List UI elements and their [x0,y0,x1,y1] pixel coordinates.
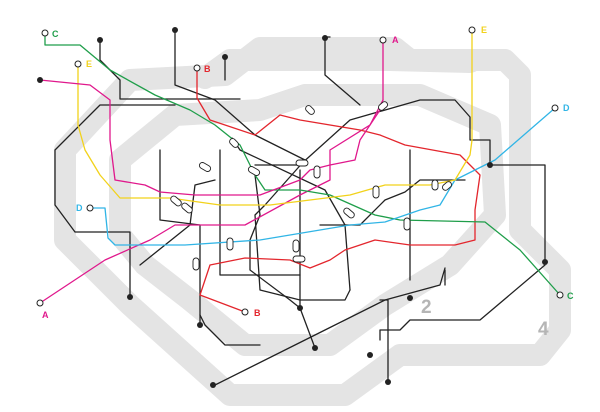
line-e-path [77,29,473,206]
terminal-ring-a-north [379,36,387,44]
interchange-west [170,195,182,207]
zone-band-inner [109,84,506,356]
zone-number-2: 2 [421,297,432,318]
black-line-inner-box [219,149,301,276]
black-line-south-diagonal [254,159,351,301]
line-a-route [39,39,384,304]
terminal-ring-b-south [241,308,249,316]
line-e-route [77,29,473,206]
line-label-b-south: B [254,308,261,318]
black-line-west-ring [54,104,176,298]
interchange-southwest [192,257,200,271]
terminal-dot [312,345,318,351]
line-label-e-north: E [481,25,487,35]
line-label-d-west: D [76,203,83,213]
black-line-left-vertical [159,149,201,326]
black-lines [54,29,546,386]
interchange-southeast [403,217,411,231]
interchange-south-3 [292,255,306,263]
interchange-east-1 [372,185,380,199]
line-label-b-north: B [204,64,211,74]
zone-band-north [194,49,481,89]
terminal-dot [385,379,391,385]
terminal-dot [97,37,103,43]
terminal-dot [487,162,493,168]
line-b-route [196,67,481,313]
terminal-dot [222,54,228,60]
interchange-north [305,105,315,115]
interchange-upper-left [229,138,239,148]
line-label-e-west: E [86,59,92,69]
terminal-dot [297,305,303,311]
black-line-north-spur [99,39,241,100]
interchange-core-2 [313,165,321,179]
interchange-south-2 [292,239,300,253]
black-line-lower-stub [379,299,389,383]
interchange-south-1 [226,237,234,251]
black-line-north-diagonal [174,29,306,161]
black-line-east-spur [489,164,546,261]
terminal-dot [210,382,216,388]
terminal-dot [407,295,413,301]
line-label-a-south: A [42,310,49,320]
interchange-east-2 [431,179,439,191]
black-line-north-branch [324,37,361,106]
line-label-c-north: C [52,29,59,39]
zone-numbers: 2 4 [421,297,549,340]
line-b-path [196,67,481,313]
black-line-central-loop [254,99,491,166]
terminal-dot [322,35,328,41]
line-label-a-north: A [392,35,399,45]
terminal-dot [367,352,373,358]
terminal-dot [37,77,43,83]
line-a-branch-path [39,79,384,196]
terminal-ring-c-north [41,29,49,37]
line-d-path [89,107,556,246]
line-label-d-east: D [563,103,570,113]
line-d-route [89,107,556,246]
line-a-path [39,39,384,304]
terminal-ring-d-east [551,104,559,112]
terminal-ring-a-south [36,299,44,307]
black-line-southeast [379,264,546,341]
line-terminals [36,26,564,316]
terminal-labels: C E B A E D D A B C [42,25,574,320]
terminal-ring-e-west [74,60,82,68]
terminal-ring-e-north [468,26,476,34]
black-terminals [97,27,548,388]
terminal-dot [127,294,133,300]
terminal-dot [197,322,203,328]
terminal-dot [172,27,178,33]
line-a-branch [39,79,384,196]
terminal-ring-c-east [556,291,564,299]
interchange-east-3 [442,181,452,191]
terminal-ring-b-north [193,64,201,72]
interchange-west-lower [181,202,193,214]
fare-zone-bands [54,37,571,406]
interchange-center [247,166,261,176]
line-label-c-east: C [567,291,574,301]
interchange-center-west [198,162,212,172]
interchange-core-1 [295,159,309,167]
terminal-ring-d-west [86,204,94,212]
black-line-south-loop [199,314,261,346]
interchange-stations [170,101,452,271]
interchange-northeast [378,101,388,111]
interchange-mid-east [343,207,355,219]
terminal-dot [542,259,548,265]
zone-number-4: 4 [538,319,549,340]
